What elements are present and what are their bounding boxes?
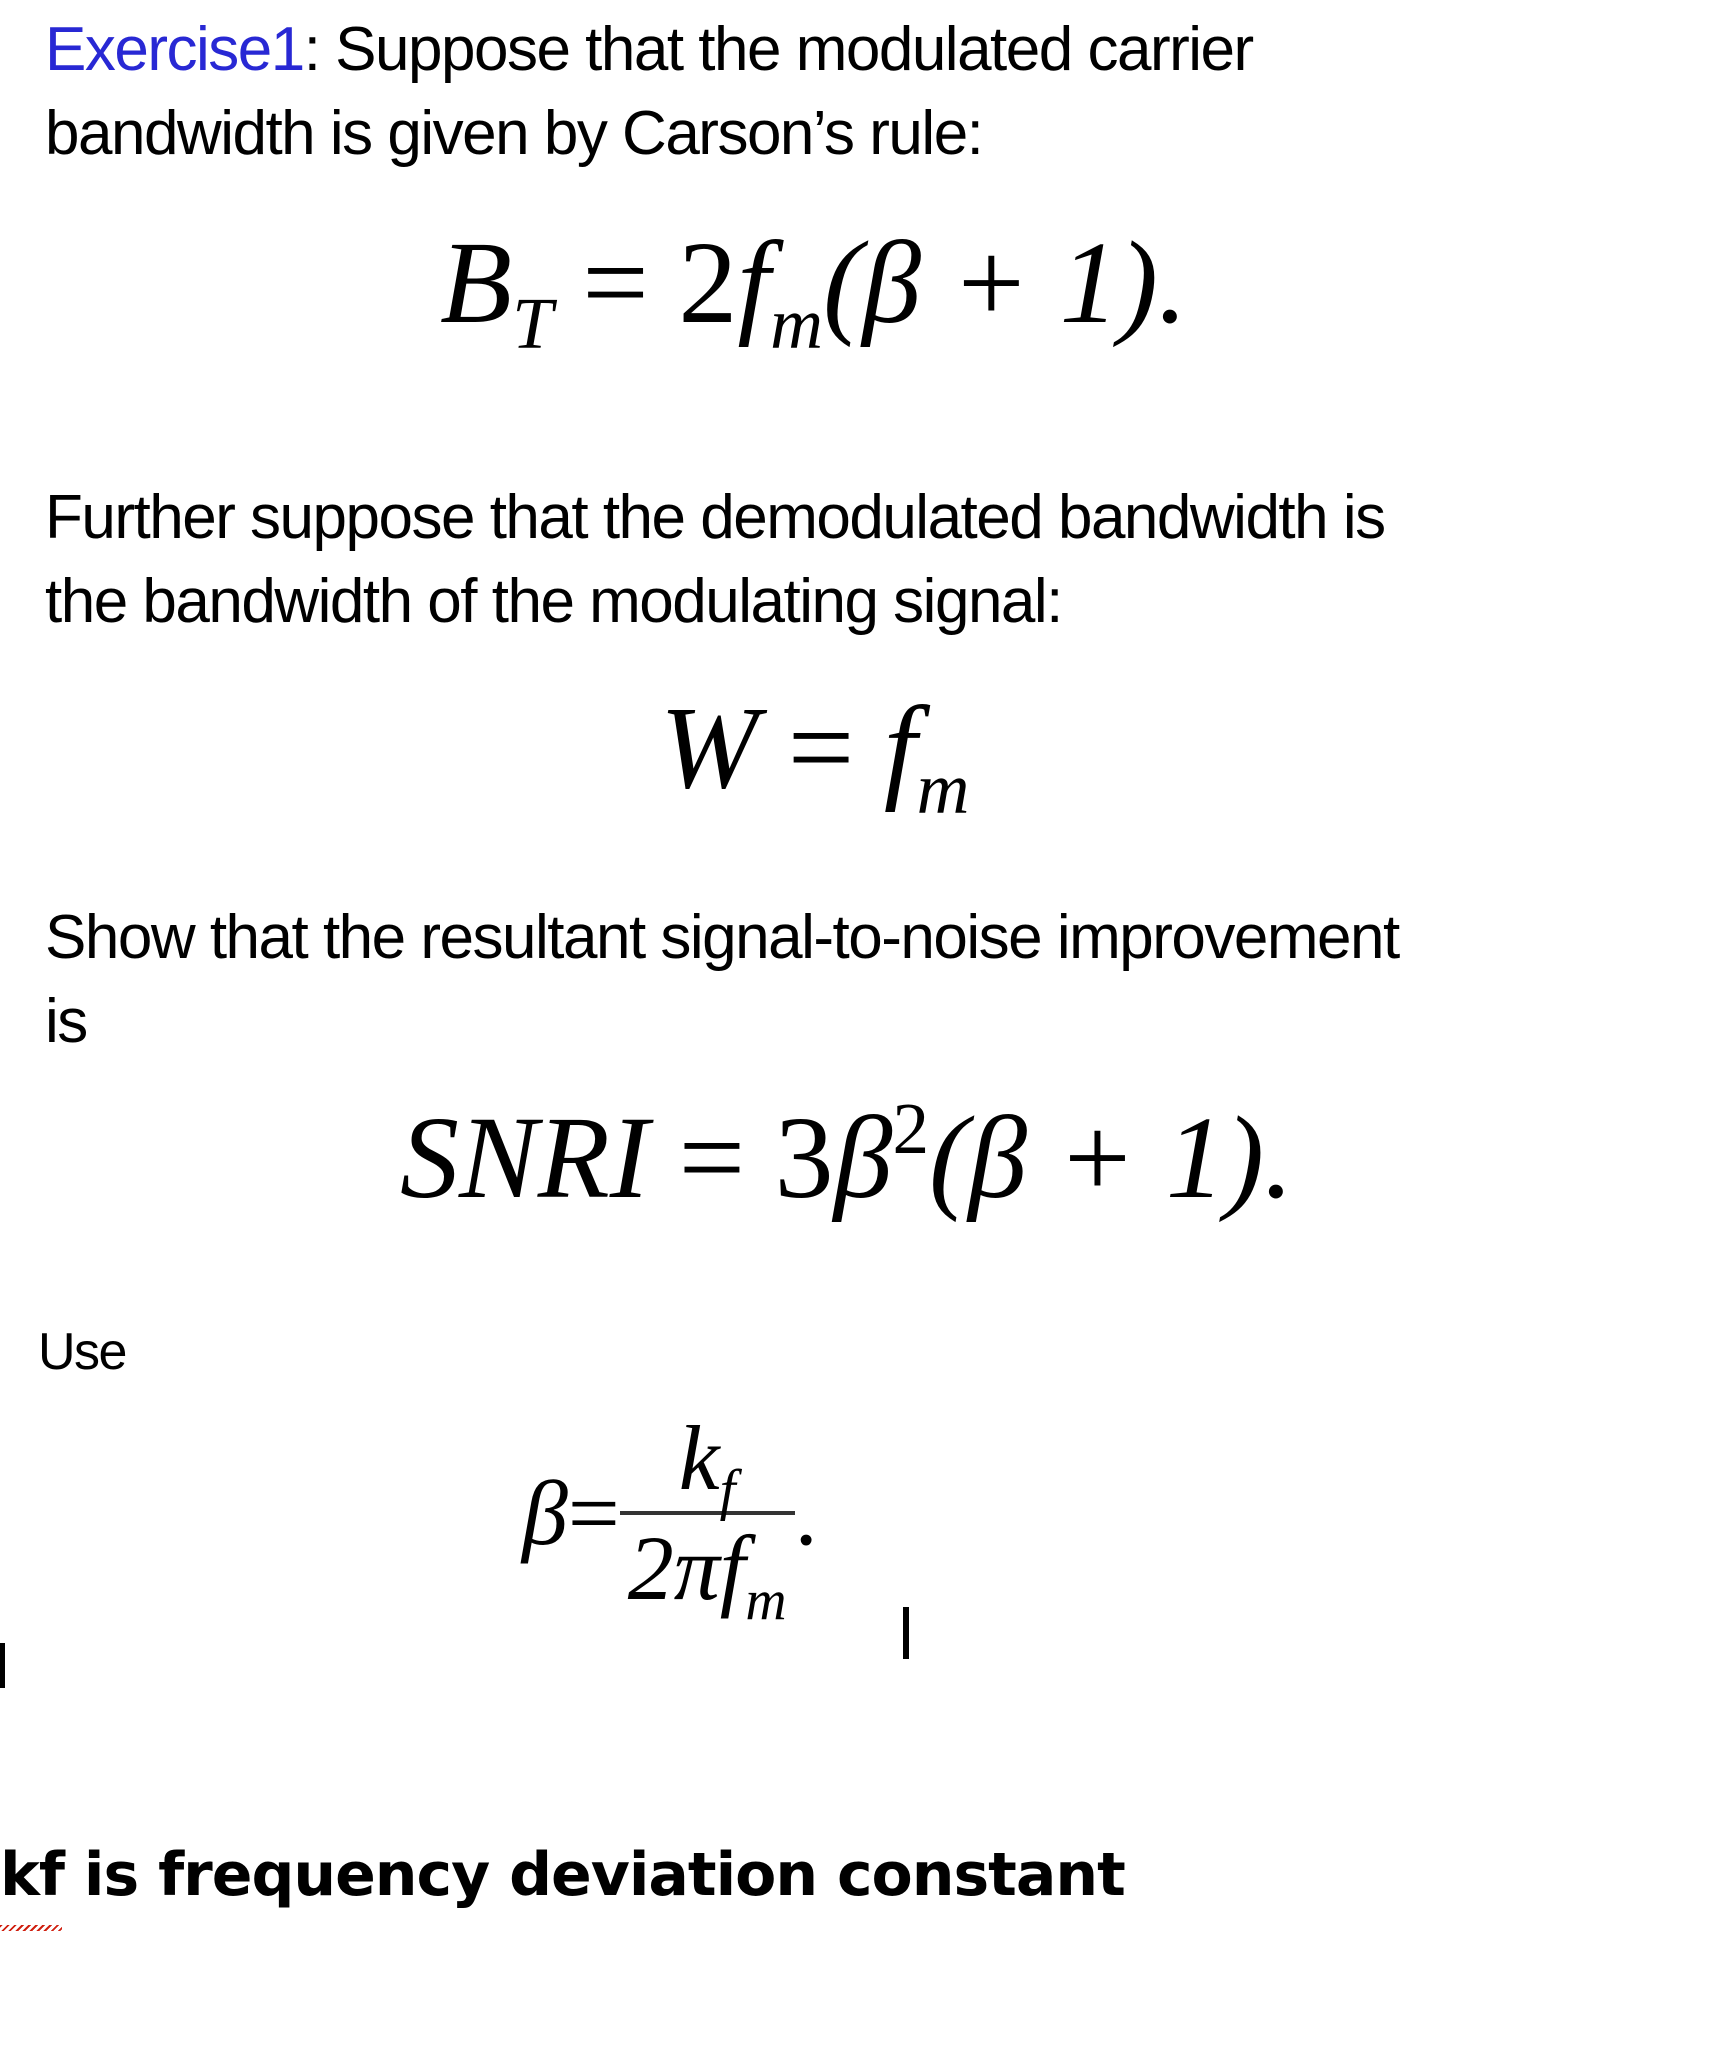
eq-beta-plus-one: (β + 1).: [929, 1092, 1294, 1223]
eq-period: .: [794, 1462, 818, 1564]
eq-beta-symbol: β: [522, 1462, 568, 1564]
eq-equals-two: = 2: [552, 217, 738, 348]
eq-w-symbol: W: [660, 682, 759, 813]
show-line-2: is: [45, 987, 88, 1056]
equation-carson: BT = 2fm(β + 1).: [440, 215, 1188, 364]
fraction-bar: [619, 1511, 795, 1515]
fraction-denominator: 2πfm: [620, 1515, 795, 1632]
eq-beta-plus-one: (β + 1).: [822, 217, 1188, 348]
equation-snri: SNRI = 3β2(β + 1).: [400, 1088, 1294, 1226]
eq-exponent: 2: [892, 1088, 930, 1170]
eq-snri-symbol: SNRI: [400, 1092, 650, 1223]
eq-f-subscript: m: [916, 747, 970, 829]
eq-equals-three: = 3: [649, 1092, 834, 1223]
eq-f-symbol: f: [737, 217, 771, 348]
eq-bt-symbol: B: [440, 217, 513, 348]
text-cursor-left: [0, 1643, 5, 1688]
eq-k-symbol: k: [678, 1407, 720, 1509]
eq-f-symbol: f: [883, 682, 917, 813]
further-line-2: the bandwidth of the modulating signal:: [45, 567, 1063, 636]
show-line-1: Show that the resultant signal-to-noise …: [45, 903, 1400, 972]
use-label: Use: [38, 1323, 127, 1381]
eq-equals: =: [567, 1462, 620, 1564]
eq-f-subscript: m: [770, 282, 823, 364]
equation-beta: β = kf 2πfm .: [522, 1405, 818, 1632]
fraction-numerator: kf: [671, 1405, 744, 1522]
eq-2pi-f: 2πf: [627, 1517, 746, 1619]
text-cursor[interactable]: [903, 1607, 909, 1659]
eq-equals: =: [758, 682, 884, 813]
exercise-label: Exercise1: [45, 15, 305, 84]
spellcheck-underline[interactable]: [0, 1925, 62, 1931]
eq-bt-subscript: T: [512, 282, 553, 364]
equation-bandwidth: W = fm: [660, 680, 970, 829]
kf-note: kf is frequency deviation constant: [0, 1840, 1126, 1910]
fraction: kf 2πfm: [619, 1405, 795, 1632]
exercise-intro-line-2: bandwidth is given by Carson’s rule:: [45, 99, 984, 168]
eq-beta-symbol: β: [833, 1092, 893, 1223]
further-line-1: Further suppose that the demodulated ban…: [45, 483, 1386, 552]
intro-text: : Suppose that the modulated carrier: [303, 15, 1254, 84]
eq-k-subscript: f: [719, 1458, 736, 1522]
exercise-intro-line-1: Exercise1: Suppose that the modulated ca…: [45, 8, 1254, 92]
eq-f-subscript: m: [745, 1568, 787, 1632]
